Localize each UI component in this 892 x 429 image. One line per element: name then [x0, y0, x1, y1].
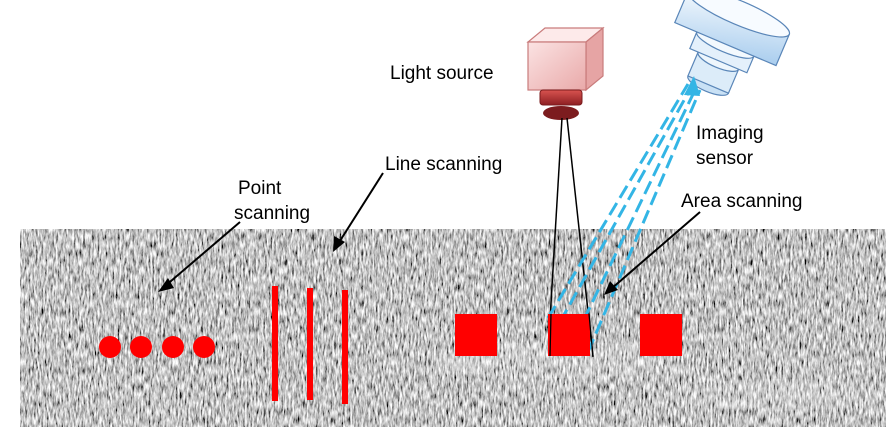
beam-arrowhead: [684, 76, 700, 96]
line-marker: [272, 286, 278, 401]
camera-sensor-icon: [673, 0, 791, 96]
area-marker: [548, 314, 590, 356]
point-scanning-label-line1: Point: [238, 178, 282, 199]
point-scanning-label-line2: scanning: [234, 203, 310, 224]
sensor-beams: [546, 83, 702, 353]
imaging-sensor-label-line1: Imaging: [696, 123, 764, 144]
line-scanning-label: Line scanning: [385, 154, 502, 175]
area-marker: [640, 314, 682, 356]
line-scan-markers: [272, 286, 348, 404]
area-marker: [455, 314, 497, 356]
point-marker: [162, 336, 184, 358]
point-marker: [99, 336, 121, 358]
imaging-sensor-label-line2: sensor: [696, 148, 754, 169]
point-scan-markers: [99, 336, 215, 358]
point-marker: [130, 336, 152, 358]
line-marker: [307, 288, 313, 400]
line-marker: [342, 290, 348, 404]
point-marker: [193, 336, 215, 358]
ray-overlay: [549, 313, 594, 357]
light-source-icon: [526, 26, 605, 120]
area-scan-markers: [455, 314, 682, 356]
surface-texture: [20, 229, 890, 427]
area-scanning-label: Area scanning: [681, 191, 802, 212]
pointer-arrowheads: [158, 236, 618, 295]
pointer-arrows: [163, 172, 701, 290]
light-source-label: Light source: [390, 63, 494, 84]
